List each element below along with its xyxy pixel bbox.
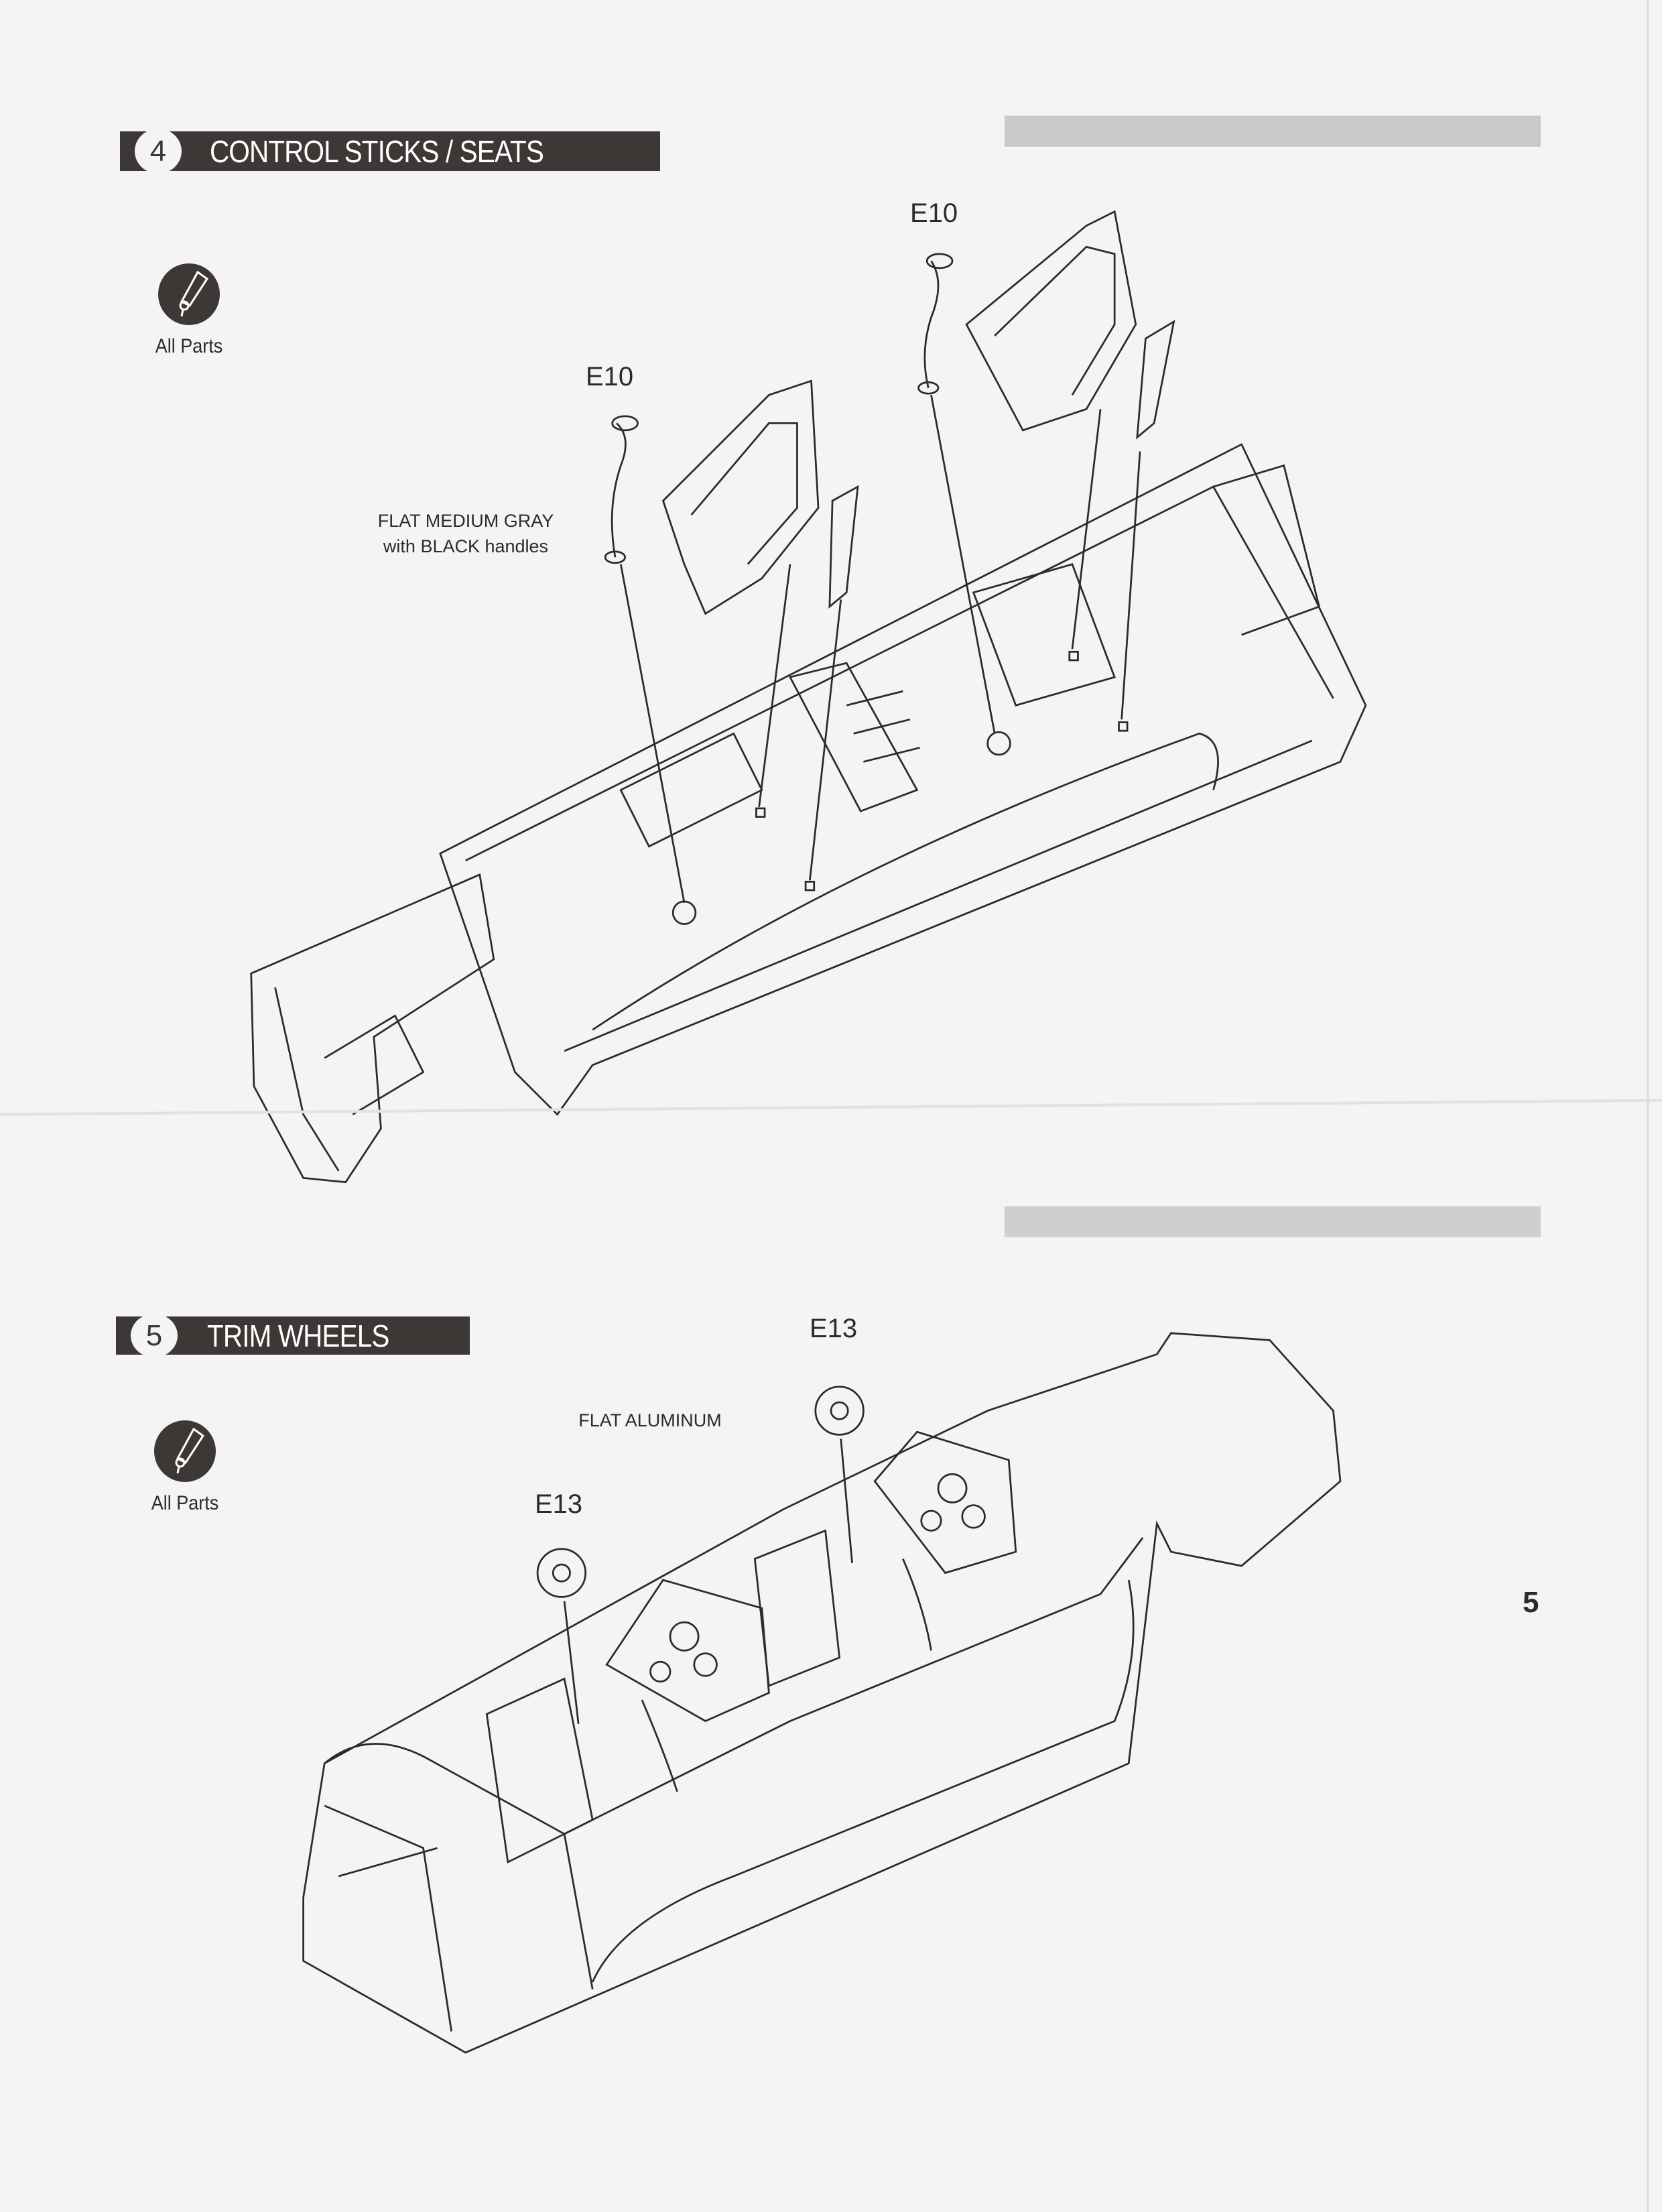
step-4-glue-indicator: All Parts [135,263,243,358]
step-5-header: 5 TRIM WHEELS [116,1314,470,1357]
paper-fold [0,1099,1662,1116]
part-label-e13-right: E13 [810,1314,858,1343]
step-4-title: CONTROL STICKS / SEATS [210,133,544,169]
step4-cockpit-tub-drawing [250,210,1367,1184]
step-4-header: 4 CONTROL STICKS / SEATS [120,129,660,174]
part-label-e10-left: E10 [586,362,634,391]
step-5-glue-indicator: All Parts [131,1420,239,1515]
paint-note: FLAT ALUMINUM [578,1410,722,1430]
step-4-number: 4 [135,129,182,174]
bleed-through-shadow [1004,115,1541,1237]
paint-note-line1: FLAT MEDIUM GRAY [377,511,554,531]
paint-note: FLAT MEDIUM GRAY with BLACK handles [372,508,560,559]
glue-tube-icon [158,263,220,325]
glue-label: All Parts [155,335,223,357]
glue-tube-icon [154,1420,216,1482]
part-label-e13-left: E13 [535,1489,583,1519]
step5-cockpit-drawing [302,1332,1342,2054]
paint-note-line2: with BLACK handles [383,536,549,556]
part-label-e10-right: E10 [910,198,958,228]
step-5-number: 5 [131,1314,178,1357]
glue-label: All Parts [151,1492,219,1514]
page-number: 5 [1523,1586,1539,1619]
step-5-title: TRIM WHEELS [207,1318,389,1353]
